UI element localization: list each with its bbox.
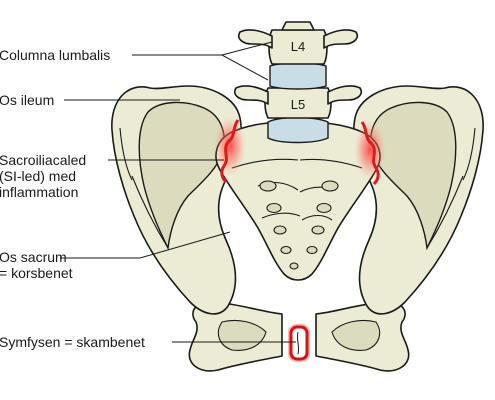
vertebra-l4-label: L4 [291,39,305,54]
vertebra-l4 [237,21,359,65]
disc-l5-s1 [267,116,329,144]
si-joint-right-inflammation [354,120,386,186]
label-os-sacrum-line2: = korsbenet [0,265,73,281]
leader-lines [60,41,296,343]
right-ilium [352,85,484,315]
pubic-symphysis [288,324,310,362]
leader-columna-lumbalis-branch [221,41,273,56]
label-os-ileum: Os ileum [0,92,54,108]
leader-os-sacrum [60,231,231,259]
pubic-bones [188,301,410,372]
label-si-joint-line2: (SI-led) med [0,168,76,184]
sacrum [215,121,381,281]
disc-l4-l5 [269,62,327,90]
si-joint-left-inflammation [214,116,246,184]
label-os-sacrum-line1: Os sacrum [0,249,67,265]
leader-columna-lumbalis [132,54,269,81]
label-columna-lumbalis: Columna lumbalis [0,47,110,63]
vertebra-l5-label: L5 [291,97,305,112]
vertebra-l5 [233,85,363,144]
label-symfysen: Symfysen = skambenet [0,334,145,350]
left-ilium [111,85,243,315]
label-si-joint-line3: inflammation [0,184,78,200]
label-si-joint-line1: Sacroiliacaled [0,152,86,168]
